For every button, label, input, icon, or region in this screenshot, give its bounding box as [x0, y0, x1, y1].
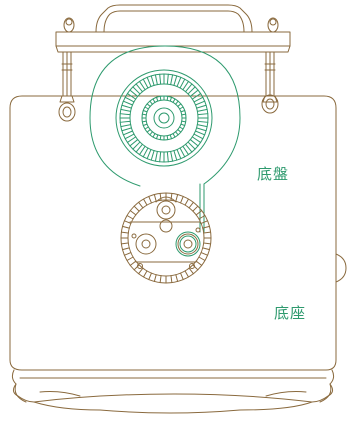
label-base: 底座: [274, 304, 307, 322]
upper-ring-gear: [115, 69, 213, 167]
base-body: [9, 95, 347, 414]
top-bracket: [55, 4, 291, 53]
label-chassis: 底盤: [257, 165, 290, 183]
planet-gear-accent: [175, 231, 201, 257]
drive-belt: [89, 45, 241, 233]
support-posts: [58, 51, 279, 122]
planetary-gear-assembly: [120, 192, 212, 284]
